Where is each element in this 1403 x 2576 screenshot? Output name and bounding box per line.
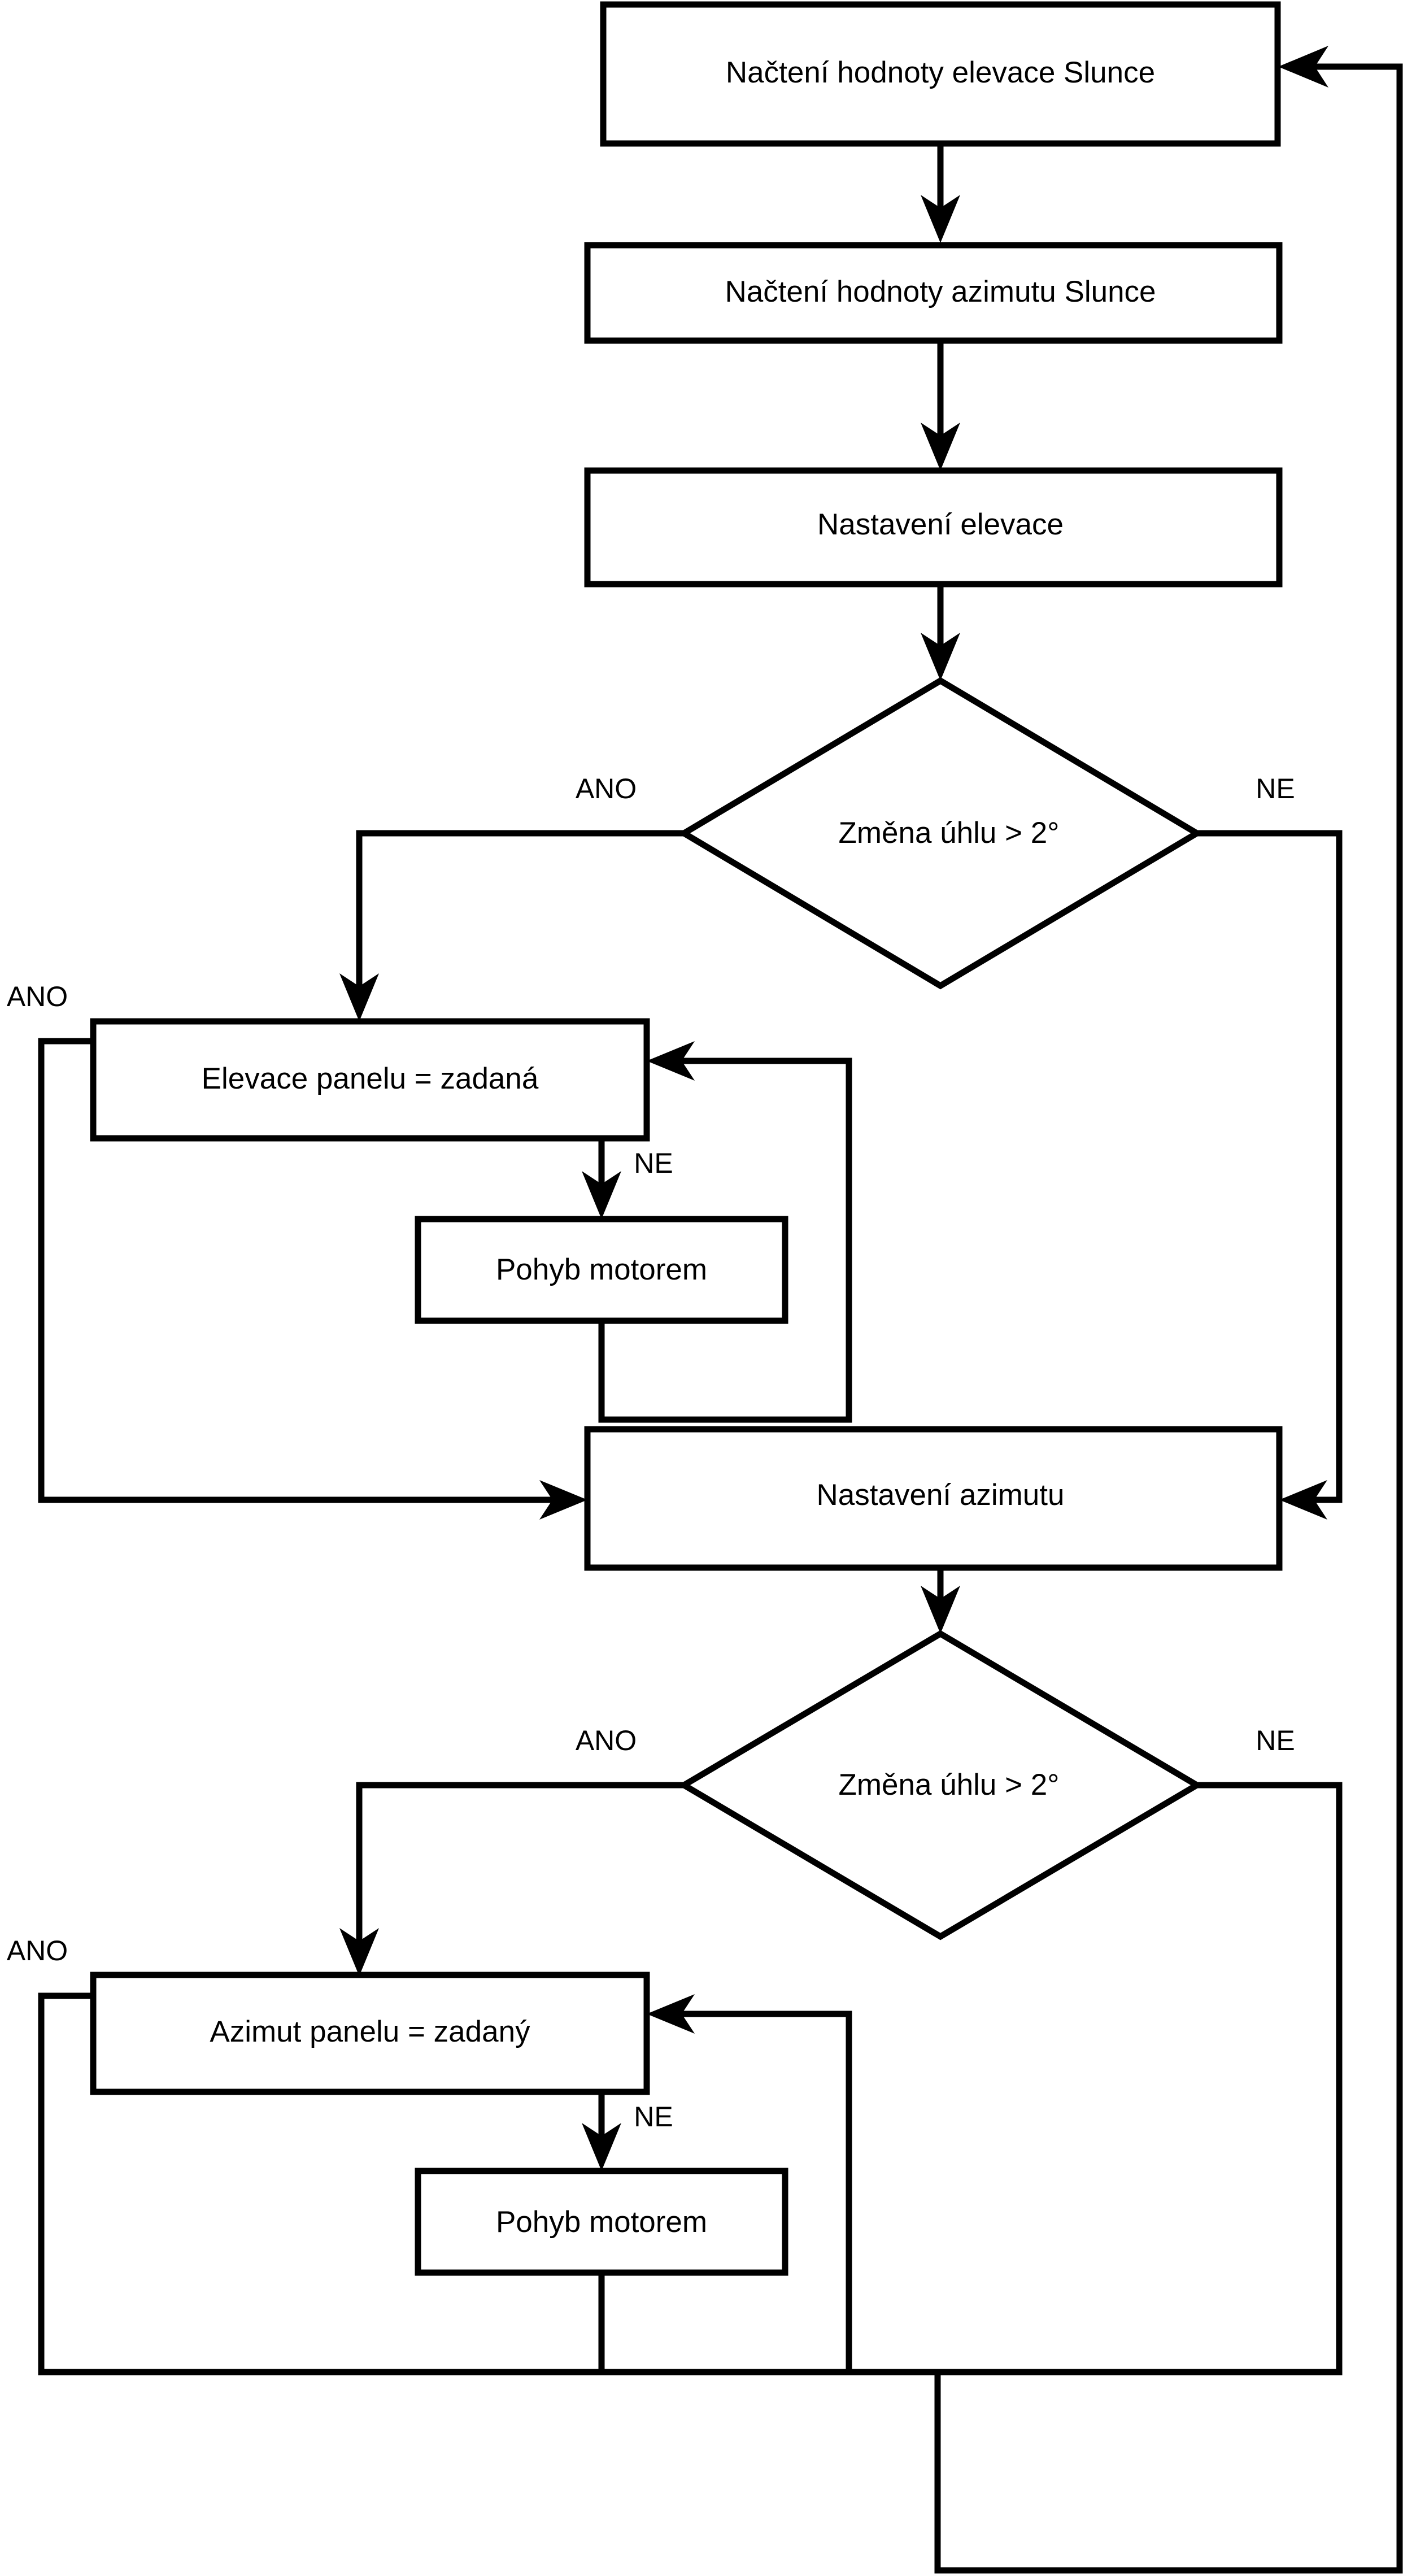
node-label: Pohyb motorem (496, 2205, 707, 2239)
arrow-head-icon (539, 1480, 587, 1520)
edge-n4-yes-to-n6 (38, 1038, 587, 1520)
node-nacteni-elevace[interactable]: Načtení hodnoty elevace Slunce (600, 1, 1281, 147)
arrow-head-icon (921, 1586, 960, 1634)
edge-n4-no-to-n5 (582, 1138, 621, 1219)
edge-n1-to-n2 (921, 143, 960, 243)
arrow-head-icon (339, 1928, 379, 1976)
node-label: Načtení hodnoty azimutu Slunce (725, 275, 1156, 308)
node-box-shape (90, 1018, 650, 1142)
arrow-head-icon (1278, 46, 1328, 88)
arrow-head-icon (921, 423, 960, 471)
node-pohyb-motorem-elevace[interactable]: Pohyb motorem (415, 1216, 788, 1324)
node-box-shape (584, 242, 1283, 344)
edge-label-n7-no: NE (634, 2101, 673, 2133)
edge-n7-yes-to-n1 (38, 1992, 938, 2375)
node-decision-azimut[interactable]: Změna úhlu > 2° (678, 1630, 1203, 1940)
arrow-head-icon (582, 1171, 621, 1219)
edge-d2-yes-to-n7 (339, 1782, 684, 1976)
node-label: Nastavení azimutu (817, 1478, 1065, 1512)
node-box-shape (415, 1216, 788, 1324)
edge-label-d2-no: NE (1256, 1725, 1295, 1756)
node-label: Pohyb motorem (496, 1253, 707, 1286)
arrow-head-icon (1279, 1480, 1327, 1520)
arrow-head-icon (647, 1041, 695, 1081)
node-nastaveni-elevace[interactable]: Nastavení elevace (584, 467, 1283, 588)
node-label: Změna úhlu > 2° (839, 816, 1060, 850)
node-pohyb-motorem-azimut[interactable]: Pohyb motorem (415, 2168, 788, 2276)
node-nacteni-azimutu[interactable]: Načtení hodnoty azimutu Slunce (584, 242, 1283, 344)
edge-label-n4-no: NE (634, 1147, 673, 1179)
node-elevace-panelu[interactable]: Elevace panelu = zadaná (90, 1018, 650, 1142)
node-label: Elevace panelu = zadaná (202, 1062, 539, 1095)
edge-n3-to-d1 (921, 584, 960, 681)
node-diamond-shape (678, 1630, 1203, 1940)
node-azimut-panelu[interactable]: Azimut panelu = zadaný (90, 1972, 650, 2095)
edge-n6-to-d2 (921, 1568, 960, 1634)
node-box-shape (90, 1972, 650, 2095)
edge-return-to-n1 (934, 46, 1403, 2574)
node-label: Azimut panelu = zadaný (210, 2015, 530, 2048)
edge-d2-no-to-n1 (938, 1782, 1343, 2375)
node-decision-elevace[interactable]: Změna úhlu > 2° (678, 677, 1203, 990)
node-label: Načtení hodnoty elevace Slunce (726, 56, 1155, 89)
node-box-shape (584, 1426, 1283, 1571)
edge-label-d2-yes: ANO (576, 1725, 637, 1756)
node-nastaveni-azimutu[interactable]: Nastavení azimutu (584, 1426, 1283, 1571)
edge-d1-yes-to-n4 (339, 830, 684, 1021)
edge-label-d1-yes: ANO (576, 773, 637, 804)
arrow-head-icon (647, 1994, 695, 2034)
edge-n5-to-n4 (598, 1041, 852, 1423)
arrow-head-icon (339, 973, 379, 1021)
arrow-head-icon (582, 2123, 621, 2171)
node-diamond-shape (678, 677, 1203, 990)
edge-n7-no-to-n8 (582, 2092, 621, 2171)
edge-label-n4-yes: ANO (7, 981, 68, 1012)
node-box-shape (600, 1, 1281, 147)
edge-label-n7-yes: ANO (7, 1935, 68, 1966)
edge-d1-no-to-n6 (1197, 830, 1343, 1520)
node-box-shape (415, 2168, 788, 2276)
edge-n2-to-n3 (921, 341, 960, 471)
arrow-head-icon (921, 633, 960, 681)
node-box-shape (584, 467, 1283, 588)
node-label: Nastavení elevace (817, 508, 1064, 541)
edge-label-d1-no: NE (1256, 773, 1295, 804)
arrow-head-icon (921, 195, 960, 243)
node-label: Změna úhlu > 2° (839, 1768, 1060, 1802)
